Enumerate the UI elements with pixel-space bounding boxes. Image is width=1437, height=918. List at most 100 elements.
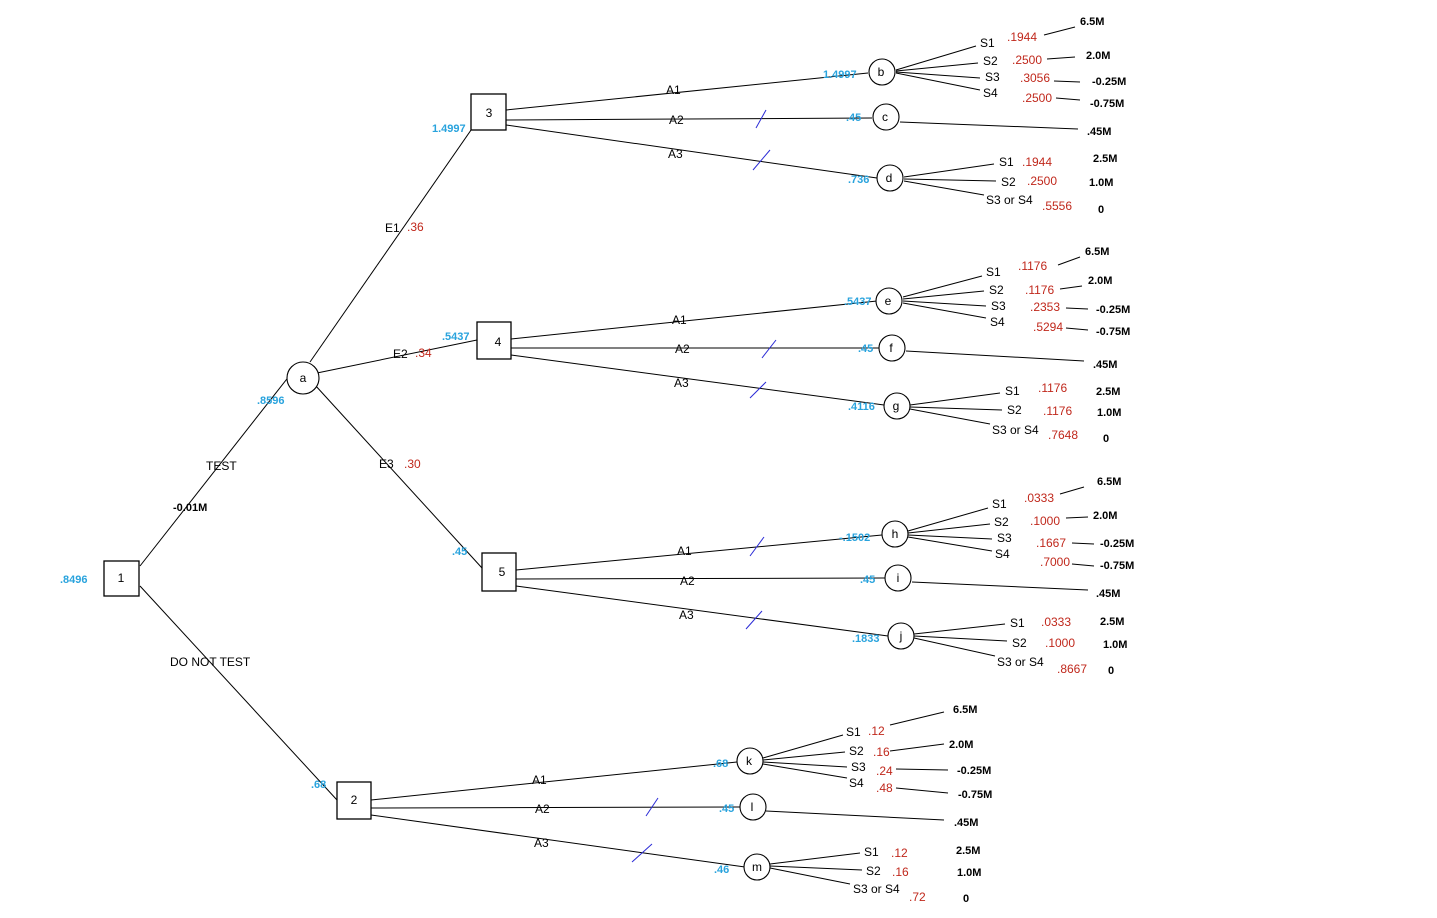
outcomes-b: S1 .1944 6.5M S2 .2500 2.0M S3 .3056 -0.…	[980, 16, 1126, 110]
outcome-prob: .1944	[1007, 30, 1037, 44]
edge-h-s2-tail	[1065, 516, 1089, 519]
branch-5-a3-label: A3	[679, 608, 694, 622]
outcome-prob: .2500	[1022, 91, 1052, 105]
outcome-prob: .2500	[1027, 174, 1057, 188]
outcome-state: S2	[1001, 175, 1016, 189]
outcome-payoff: 6.5M	[1080, 16, 1104, 28]
decision-node-2	[336, 781, 372, 820]
edge-b-s4-tail	[1055, 97, 1081, 101]
outcome-payoff: -0.75M	[1090, 98, 1124, 110]
outcomes-e: S1 .1176 6.5M S2 .1176 2.0M S3 .2353 -0.…	[986, 246, 1130, 338]
edge-e-s3	[902, 300, 987, 307]
chance-node-e	[875, 287, 903, 315]
edge-k-s1-tail	[889, 711, 945, 726]
edge-e-s1-tail	[1057, 256, 1081, 266]
outcome-prob: .7648	[1048, 428, 1078, 442]
outcome-payoff: 1.0M	[957, 867, 981, 879]
chance-node-b	[868, 58, 896, 86]
node-id-e: e	[885, 294, 892, 308]
outcome-state: S2	[866, 864, 881, 878]
edge-k-s1	[762, 734, 844, 759]
outcome-prob: .8667	[1057, 662, 1087, 676]
edge-b-s2-tail	[1046, 56, 1076, 60]
ev-node-i: .45	[860, 574, 875, 586]
edge-d-s34	[903, 180, 985, 196]
outcome-payoff: 0	[1098, 204, 1104, 216]
edge-b-s3	[895, 71, 981, 79]
branch-3-a2-label: A2	[669, 113, 684, 127]
cut-mark-4-a3	[749, 381, 767, 399]
edge-h-s4	[907, 536, 993, 552]
outcome-state: S3 or S4	[992, 423, 1039, 437]
cut-mark-4-a2	[761, 339, 777, 359]
edge-m-s2	[769, 865, 863, 871]
branch-labels: TEST -0.01M DO NOT TEST E1 .36 E2 .34 E3…	[170, 83, 695, 850]
edge-a-5	[314, 384, 483, 569]
edge-k-s2-tail	[889, 743, 945, 752]
outcome-state: S3	[851, 760, 866, 774]
outcome-prob: .12	[868, 724, 885, 738]
node-id-m: m	[752, 860, 762, 874]
outcome-payoff: 2.0M	[949, 739, 973, 751]
edge-5-i	[515, 577, 886, 580]
outcome-payoff: 2.5M	[1100, 616, 1124, 628]
ev-node-3: 1.4997	[432, 123, 466, 135]
outcome-prob: .1176	[1038, 381, 1067, 395]
outcome-payoff: -0.25M	[1096, 304, 1130, 316]
edge-l-payoff	[765, 810, 945, 821]
chance-node-d	[876, 164, 904, 192]
branch-2-a2-label: A2	[535, 802, 550, 816]
decision-nodes	[103, 93, 517, 820]
outcome-prob: .2500	[1012, 53, 1042, 67]
outcome-prob: .16	[892, 865, 909, 879]
edge-b-s1	[895, 45, 977, 71]
chance-node-g	[883, 392, 911, 420]
edge-h-s1-tail	[1059, 486, 1085, 495]
node-id-k: k	[746, 754, 753, 768]
outcome-payoff: -0.75M	[1100, 560, 1134, 572]
outcome-state: S4	[995, 547, 1010, 561]
decision-node-1	[103, 560, 140, 597]
outcome-state: S2	[849, 744, 864, 758]
outcome-prob: .1176	[1025, 283, 1054, 297]
edge-3-d	[505, 124, 878, 179]
branch-e3-prob: .30	[404, 457, 421, 471]
ev-node-e: .5437	[844, 296, 872, 308]
outcome-state: S3	[997, 531, 1012, 545]
outcome-prob: .0333	[1024, 491, 1054, 505]
node-id-h: h	[892, 527, 899, 541]
edge-b-s4	[895, 72, 981, 91]
outcome-state: S3 or S4	[853, 882, 900, 896]
chance-node-f	[878, 334, 906, 362]
edge-h-s1	[907, 507, 989, 532]
outcome-prob: .3056	[1020, 71, 1050, 85]
outcome-payoff: -0.25M	[1100, 538, 1134, 550]
node-id-3: 3	[486, 106, 493, 120]
node-id-a: a	[300, 371, 307, 385]
outcome-payoff: 1.0M	[1097, 407, 1121, 419]
outcome-prob: .1000	[1045, 636, 1075, 650]
edge-h-s4-tail	[1071, 563, 1095, 567]
branch-2-a3-label: A3	[534, 836, 549, 850]
ev-node-k: .68	[713, 758, 728, 770]
outcome-state: S2	[989, 283, 1004, 297]
chance-node-m	[743, 853, 771, 881]
outcome-prob: .1000	[1030, 514, 1060, 528]
ev-node-5: .45	[452, 546, 467, 558]
outcome-state: S1	[1010, 616, 1025, 630]
branch-4-a1-label: A1	[672, 313, 687, 327]
ev-node-d: .736	[848, 174, 869, 186]
outcome-prob: .0333	[1041, 615, 1071, 629]
cut-mark-3-a2	[755, 109, 767, 129]
edge-g-s1	[909, 392, 1001, 406]
edge-k-s4-tail	[895, 787, 949, 794]
edge-m-s34	[769, 867, 851, 885]
edge-g-s34	[909, 408, 991, 425]
outcome-state: S4	[849, 776, 864, 790]
edge-b-s3-tail	[1053, 80, 1081, 83]
outcome-c-payoff: .45M	[1087, 126, 1111, 138]
branch-e1-prob: .36	[407, 220, 424, 234]
outcome-state: S3 or S4	[997, 655, 1044, 669]
outcome-prob: .1944	[1022, 155, 1052, 169]
